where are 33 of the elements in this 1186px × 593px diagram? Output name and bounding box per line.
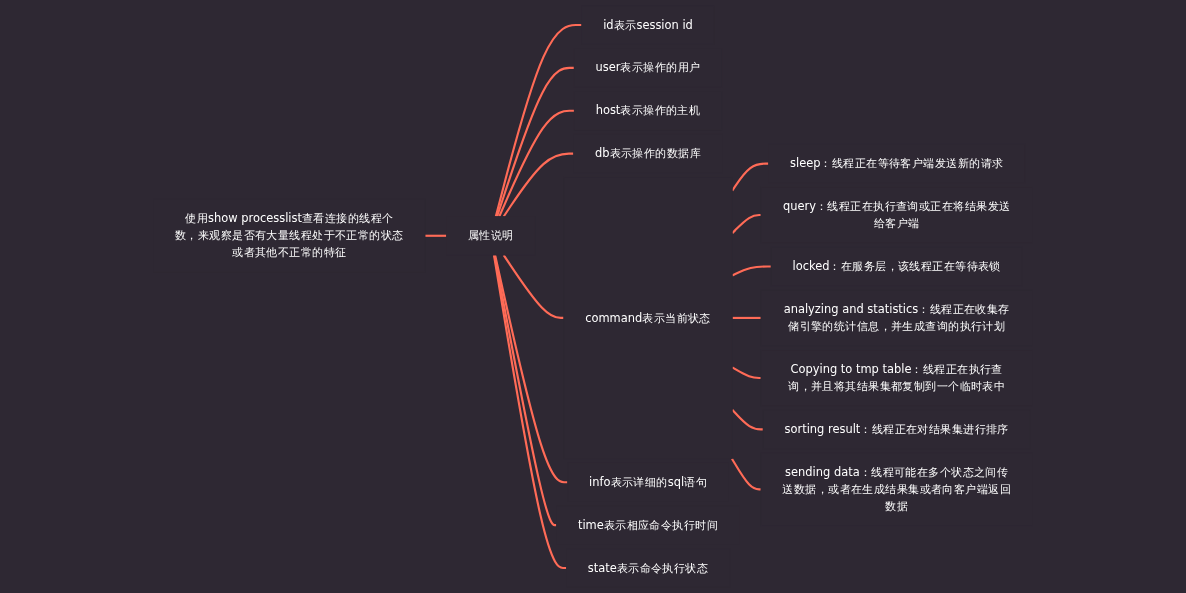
node-text: state表示命令执行状态 [587, 560, 709, 575]
connector [731, 162, 769, 192]
connector [492, 254, 567, 570]
connector [731, 366, 761, 379]
connector [732, 316, 761, 319]
connector [731, 458, 761, 491]
node-text: db表示操作的数据库 [595, 146, 701, 161]
node-text: 使用show processlist查看连接的线程个数，来观察是否有大量线程处于不正常的状态或者其他不正常的特征 [174, 211, 404, 260]
node-text: Copying to tmp table：线程正在执行查询，并且将其结果集都复制到一个临时表中 [788, 362, 1006, 393]
connector [496, 66, 575, 217]
connector [731, 214, 761, 234]
connector [494, 23, 582, 217]
connector [498, 109, 575, 217]
node-text: id表示session id [603, 17, 693, 32]
connector [425, 234, 447, 237]
node-text: time表示相应命令执行时间 [577, 517, 719, 532]
node-text: host表示操作的主机 [595, 103, 701, 118]
node-text: command表示当前状态 [585, 310, 711, 325]
node-text: sending data：线程可能在多个状态之间传送数据，或者在生成结果集或者向客户端返回数据 [782, 465, 1012, 513]
node-text: sorting result：线程正在对结果集进行排序 [784, 422, 1009, 436]
node-text: query：线程正在执行查询或正在将结果发送给客户端 [783, 199, 1011, 231]
node-text: locked：在服务层，该线程正在等待表锁 [792, 259, 1001, 273]
node-text: 属性说明 [467, 228, 514, 243]
connector [731, 265, 772, 277]
node-text: analyzing and statistics：线程正在收集存储引擎的统计信息，并生成查询的执行计划 [783, 302, 1010, 333]
connector [502, 254, 564, 319]
connector [502, 152, 574, 218]
node-text: user表示操作的用户 [595, 60, 701, 75]
node-text: info表示详细的sql语句 [589, 475, 707, 489]
connector [731, 409, 764, 431]
connector [494, 254, 568, 484]
connector [493, 254, 557, 527]
node-text: sleep：线程正在等待客户端发送新的请求 [790, 156, 1004, 171]
